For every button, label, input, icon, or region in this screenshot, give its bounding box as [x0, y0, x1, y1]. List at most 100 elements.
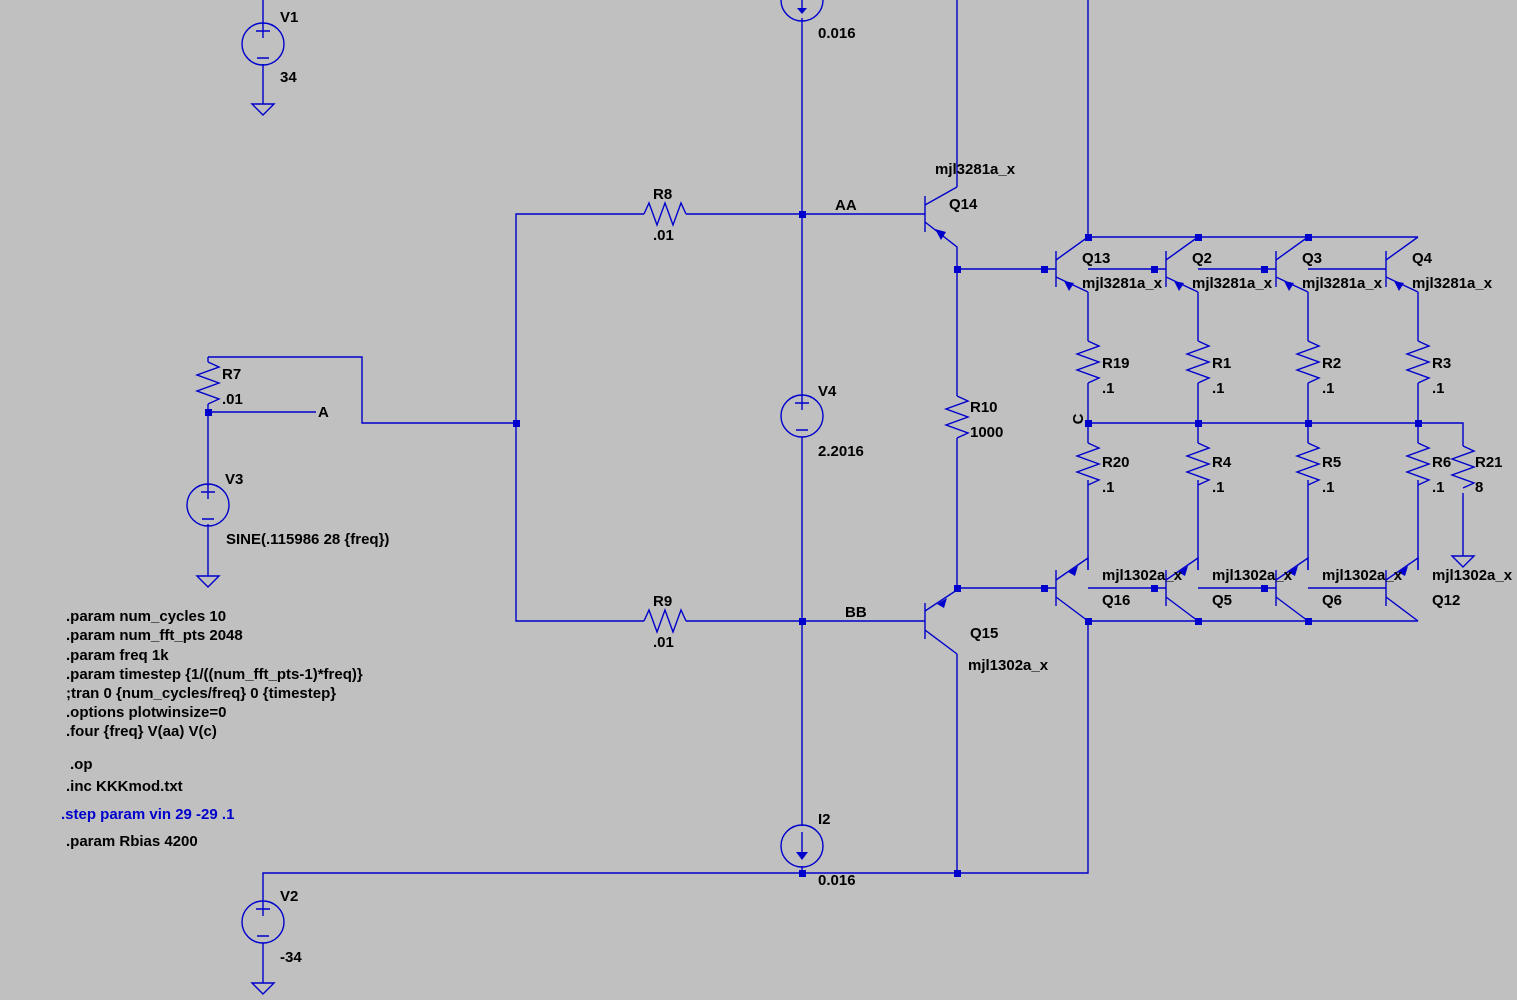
resistor-r4[interactable] [1184, 442, 1212, 486]
q6-name: Q6 [1322, 592, 1342, 609]
op-directive[interactable]: .op [70, 756, 93, 773]
r9-name: R9 [653, 593, 672, 610]
r6-name: R6 [1432, 454, 1451, 471]
step-directive[interactable]: .step param vin 29 -29 .1 [61, 806, 234, 823]
q5-model: mjl1302a_x [1212, 567, 1293, 584]
directive-line: .param freq 1k [66, 647, 169, 664]
r7-value: .01 [222, 391, 243, 408]
junctions [205, 211, 1422, 877]
r21-name: R21 [1475, 454, 1503, 471]
transistor-q5[interactable] [1155, 556, 1199, 622]
resistor-r5[interactable] [1294, 442, 1322, 486]
resistor-r10[interactable] [943, 395, 971, 439]
i2-value: 0.016 [818, 872, 856, 889]
v2-value: -34 [280, 949, 302, 966]
q16-name: Q16 [1102, 592, 1130, 609]
ground-v3 [195, 575, 221, 588]
net-c-label: C [1070, 413, 1087, 424]
r6-value: .1 [1432, 479, 1445, 496]
voltage-source-v1[interactable] [241, 22, 285, 66]
q12-name: Q12 [1432, 592, 1460, 609]
resistor-r7[interactable] [194, 361, 222, 405]
resistor-r3[interactable] [1404, 340, 1432, 384]
transistor-q4[interactable] [1375, 236, 1419, 293]
q15-model: mjl1302a_x [968, 657, 1049, 674]
directive-line: ;tran 0 {num_cycles/freq} 0 {timestep} [66, 685, 336, 702]
v4-name: V4 [818, 383, 837, 400]
resistor-r9[interactable] [643, 607, 687, 635]
net-aa-label: AA [835, 197, 857, 214]
rbias-directive[interactable]: .param Rbias 4200 [66, 833, 198, 850]
resistor-r21[interactable] [1449, 445, 1477, 489]
component-labels: V1 34 0.016 R8 .01 AA mjl3281a_x Q14 R7 … [222, 9, 1513, 966]
ground-v1 [250, 103, 276, 116]
r9-value: .01 [653, 634, 674, 651]
inc-directive[interactable]: .inc KKKmod.txt [66, 778, 183, 795]
current-source-i1[interactable] [780, 0, 824, 22]
directive-line: .param num_cycles 10 [66, 608, 226, 625]
net-bb-label: BB [845, 604, 867, 621]
r20-value: .1 [1102, 479, 1115, 496]
net-a-label: A [318, 404, 329, 421]
q3-model: mjl3281a_x [1302, 275, 1383, 292]
q13-model: mjl3281a_x [1082, 275, 1163, 292]
q4-model: mjl3281a_x [1412, 275, 1493, 292]
transistor-q12[interactable] [1375, 556, 1419, 622]
q6-model: mjl1302a_x [1322, 567, 1403, 584]
transistor-q15[interactable] [921, 588, 958, 655]
r3-name: R3 [1432, 355, 1451, 372]
ground-r21 [1450, 555, 1476, 568]
q2-name: Q2 [1192, 250, 1212, 267]
transistor-q14[interactable] [921, 186, 958, 269]
ground-v2 [250, 982, 276, 995]
v1-name: V1 [280, 9, 298, 26]
r2-name: R2 [1322, 355, 1341, 372]
q3-name: Q3 [1302, 250, 1322, 267]
r5-name: R5 [1322, 454, 1341, 471]
r4-name: R4 [1212, 454, 1232, 471]
r3-value: .1 [1432, 380, 1445, 397]
transistor-q3[interactable] [1265, 236, 1309, 293]
r8-value: .01 [653, 227, 674, 244]
q13-name: Q13 [1082, 250, 1110, 267]
transistor-q13[interactable] [1045, 236, 1089, 293]
transistor-q2[interactable] [1155, 236, 1199, 293]
i1-value: 0.016 [818, 25, 856, 42]
directive-line: .param num_fft_pts 2048 [66, 627, 243, 644]
r20-name: R20 [1102, 454, 1130, 471]
resistor-r6[interactable] [1404, 442, 1432, 486]
wires [207, 0, 1464, 983]
resistor-r2[interactable] [1294, 340, 1322, 384]
r2-value: .1 [1322, 380, 1335, 397]
r21-value: 8 [1475, 479, 1483, 496]
transistor-q16[interactable] [1045, 556, 1089, 622]
i2-name: I2 [818, 811, 831, 828]
spice-directives[interactable]: .param num_cycles 10 .param num_fft_pts … [66, 608, 363, 740]
resistor-r20[interactable] [1074, 442, 1102, 486]
q4-name: Q4 [1412, 250, 1433, 267]
voltage-source-v2[interactable] [241, 900, 285, 944]
voltage-source-v3[interactable] [186, 483, 230, 527]
v2-name: V2 [280, 888, 298, 905]
current-source-i2[interactable] [780, 824, 824, 868]
q16-model: mjl1302a_x [1102, 567, 1183, 584]
resistor-r8[interactable] [643, 200, 687, 228]
resistor-r19[interactable] [1074, 340, 1102, 384]
r4-value: .1 [1212, 479, 1225, 496]
q14-model: mjl3281a_x [935, 161, 1016, 178]
q5-name: Q5 [1212, 592, 1232, 609]
v3-value: SINE(.115986 28 {freq}) [226, 531, 389, 548]
r8-name: R8 [653, 186, 672, 203]
q14-name: Q14 [949, 196, 978, 213]
q12-model: mjl1302a_x [1432, 567, 1513, 584]
resistor-r1[interactable] [1184, 340, 1212, 384]
r19-name: R19 [1102, 355, 1130, 372]
directive-line: .options plotwinsize=0 [66, 704, 226, 721]
voltage-source-v4[interactable] [780, 394, 824, 438]
transistor-q6[interactable] [1265, 556, 1309, 622]
v1-value: 34 [280, 69, 297, 86]
q2-model: mjl3281a_x [1192, 275, 1273, 292]
directive-line: .four {freq} V(aa) V(c) [66, 723, 217, 740]
directive-line: .param timestep {1/((num_fft_pts-1)*freq… [66, 666, 363, 683]
